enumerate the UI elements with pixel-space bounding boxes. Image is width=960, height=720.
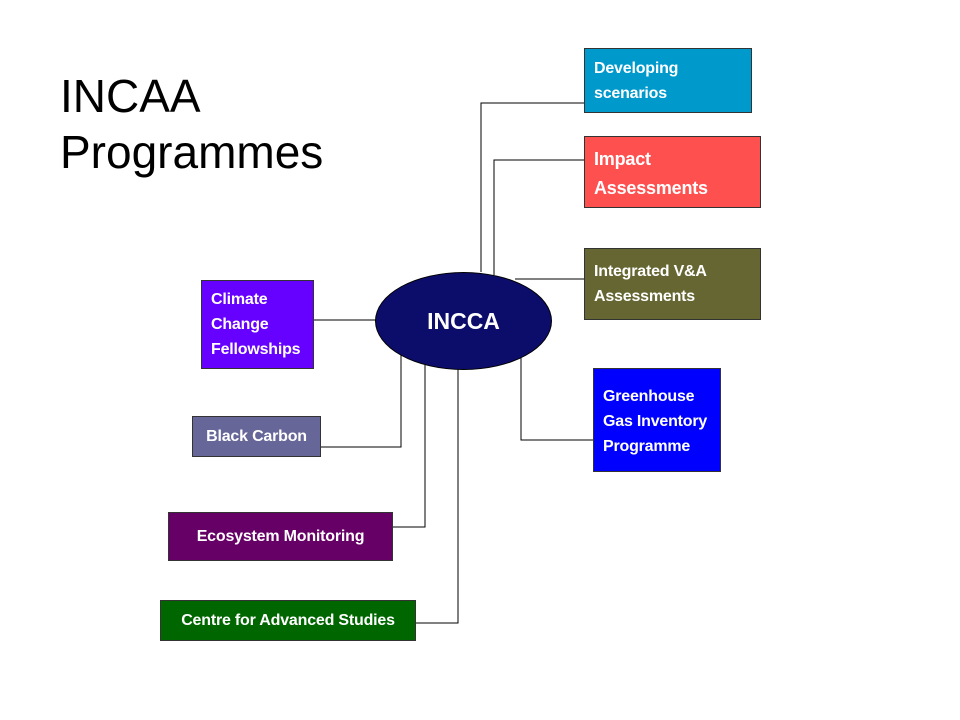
integrated-va-box: Integrated V&A Assessments bbox=[584, 248, 761, 320]
connector-developing bbox=[480, 102, 584, 272]
connector-ecosystem bbox=[393, 365, 426, 528]
centre-advanced-studies-box: Centre for Advanced Studies bbox=[160, 600, 416, 641]
connector-greenhouse bbox=[520, 358, 593, 441]
connector-impact bbox=[493, 159, 584, 275]
ecosystem-monitoring-box: Ecosystem Monitoring bbox=[168, 512, 393, 561]
impact-assessments-box: Impact Assessments bbox=[584, 136, 761, 208]
connector-centre bbox=[416, 369, 459, 624]
connector-black-carbon bbox=[321, 354, 402, 448]
page-title: INCAA Programmes bbox=[60, 70, 324, 178]
climate-fellowships-box: Climate Change Fellowships bbox=[201, 280, 314, 369]
black-carbon-box: Black Carbon bbox=[192, 416, 321, 457]
incca-hub: INCCA bbox=[375, 272, 552, 370]
greenhouse-gas-box: Greenhouse Gas Inventory Programme bbox=[593, 368, 721, 472]
developing-scenarios-box: Developing scenarios bbox=[584, 48, 752, 113]
